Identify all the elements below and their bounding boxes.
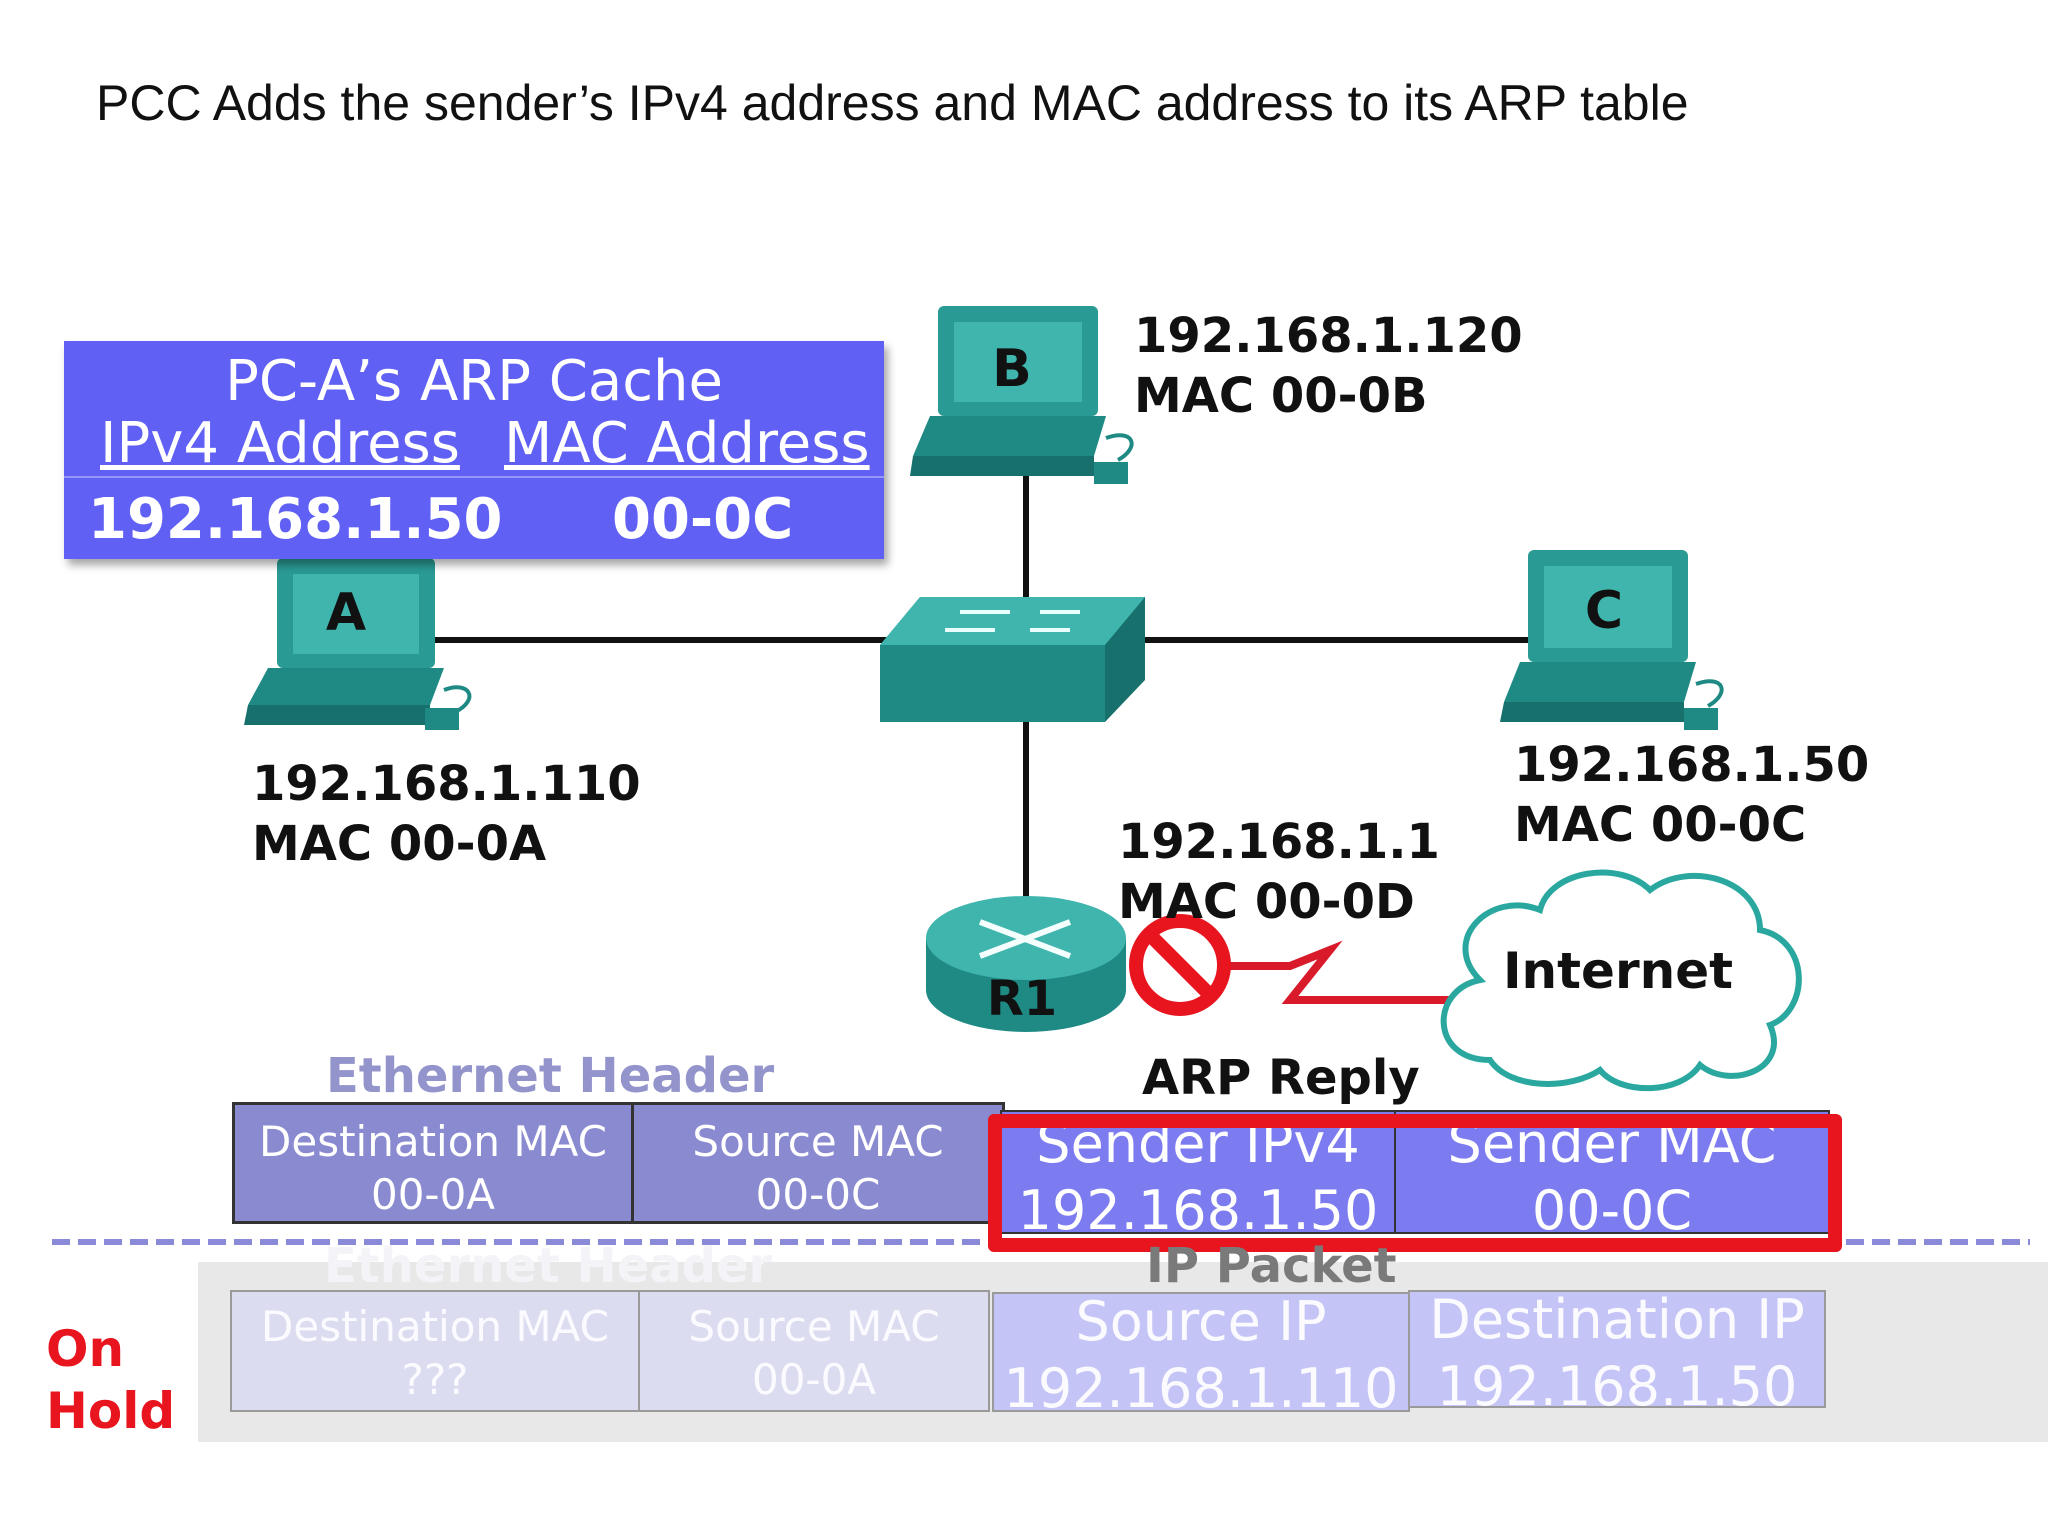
arp-cache-col-mac: MAC Address: [504, 411, 870, 476]
pc-label-a: A: [326, 583, 366, 643]
reply-src-mac-value: 00-0C: [755, 1170, 881, 1219]
on-hold-line2: Hold: [46, 1382, 176, 1440]
cloud-icon: [1440, 869, 1802, 1092]
reply-ethernet-header-label: Ethernet Header: [326, 1048, 775, 1104]
cloud-label: Internet: [1503, 942, 1733, 1000]
pc-label-b: B: [992, 339, 1032, 399]
host-b-mac: MAC 00-0B: [1134, 368, 1428, 424]
hold-ethernet-header-label: Ethernet Header: [324, 1238, 773, 1294]
reply-dest-mac-cell: Destination MAC 00-0A: [232, 1102, 634, 1224]
hold-dest-ip-cell: Destination IP 192.168.1.50: [1408, 1288, 1826, 1418]
hold-source-ip-label: Source IP: [1075, 1290, 1327, 1353]
wan-link-icon: [1170, 940, 1450, 1004]
host-a-address: 192.168.1.110 MAC 00-0A: [252, 754, 641, 874]
reply-dest-mac-label: Destination MAC: [259, 1117, 607, 1166]
router-icon: [926, 896, 1126, 1032]
router-mac: MAC 00-0D: [1118, 874, 1415, 930]
arp-cache-title: PC-A’s ARP Cache: [225, 349, 723, 414]
switch-icon: [880, 597, 1145, 722]
hold-source-ip-cell: Source IP 192.168.1.110: [992, 1290, 1410, 1420]
pc-icon-b: [910, 306, 1134, 484]
arp-cache-entry-mac: 00-0C: [612, 487, 794, 552]
arp-cache-col-ipv4: IPv4 Address: [100, 411, 460, 476]
reply-dest-mac-value: 00-0A: [370, 1170, 496, 1219]
pc-icon-c: [1500, 550, 1724, 730]
hold-src-mac-label: Source MAC: [688, 1302, 940, 1351]
pc-icon-a: [244, 558, 472, 730]
slide-title: PCC Adds the sender’s IPv4 address and M…: [96, 75, 1689, 131]
host-b-address: 192.168.1.120 MAC 00-0B: [1134, 306, 1523, 426]
host-c-mac: MAC 00-0C: [1514, 797, 1807, 853]
host-b-ip: 192.168.1.120: [1134, 308, 1523, 364]
arp-reply-label: ARP Reply: [1142, 1050, 1420, 1106]
hold-dest-mac-label: Destination MAC: [261, 1302, 609, 1351]
sender-fields-highlight: [988, 1114, 1842, 1252]
hold-dest-mac-cell: Destination MAC ???: [230, 1290, 640, 1412]
no-entry-icon: [1129, 914, 1231, 1016]
hold-dest-mac-value: ???: [401, 1355, 469, 1404]
on-hold-line1: On: [46, 1320, 125, 1378]
hold-src-mac-value: 00-0A: [751, 1355, 877, 1404]
host-a-ip: 192.168.1.110: [252, 756, 641, 812]
arp-cache-panel: PC-A’s ARP Cache IPv4 Address MAC Addres…: [64, 341, 884, 559]
reply-src-mac-label: Source MAC: [692, 1117, 944, 1166]
arp-cache-entry-ipv4: 192.168.1.50: [88, 487, 503, 552]
hold-dest-ip-value: 192.168.1.50: [1436, 1355, 1798, 1418]
host-c-ip: 192.168.1.50: [1514, 737, 1870, 793]
hold-dest-ip-label: Destination IP: [1429, 1288, 1805, 1351]
router-ip: 192.168.1.1: [1118, 814, 1440, 870]
hold-src-mac-cell: Source MAC 00-0A: [638, 1290, 990, 1412]
on-hold-label: On Hold: [46, 1318, 175, 1442]
router-address: 192.168.1.1 MAC 00-0D: [1118, 812, 1440, 932]
router-label: R1: [987, 971, 1057, 1027]
reply-sender-ipv4-value: 192.168.1.50: [1017, 1179, 1379, 1242]
ip-packet-label: IP Packet: [1146, 1238, 1397, 1294]
arp-cache-divider: [64, 476, 884, 478]
pc-label-c: C: [1585, 581, 1623, 641]
reply-src-mac-cell: Source MAC 00-0C: [631, 1102, 1005, 1224]
host-a-mac: MAC 00-0A: [252, 816, 547, 872]
reply-sender-mac-value: 00-0C: [1531, 1179, 1693, 1242]
hold-source-ip-value: 192.168.1.110: [1003, 1357, 1399, 1420]
host-c-address: 192.168.1.50 MAC 00-0C: [1514, 735, 1869, 855]
